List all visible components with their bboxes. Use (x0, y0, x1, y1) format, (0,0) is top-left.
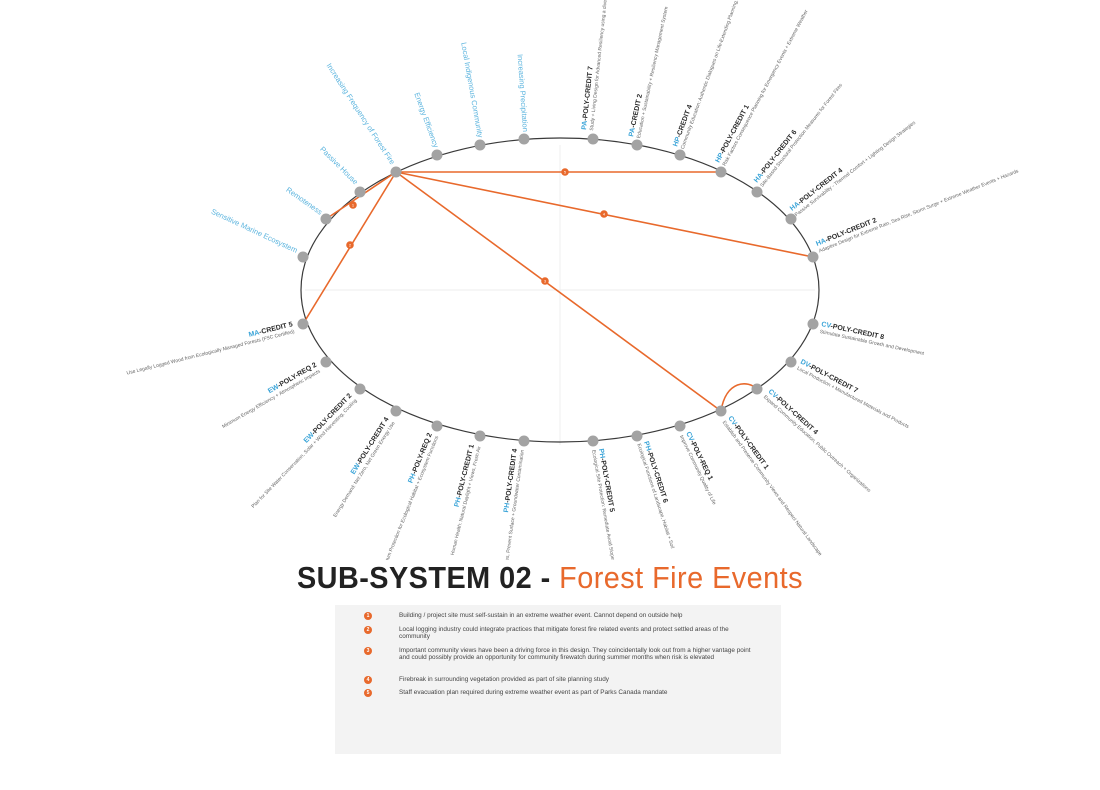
node-ew-req-2 (320, 356, 332, 368)
node-energy-efficiency (431, 149, 443, 161)
credit-labels: PA-POLY-CREDIT 7 Study + Living Design f… (126, 0, 1020, 560)
svg-text:3: 3 (544, 278, 547, 283)
svg-text:EW-POLY-CREDIT 2: EW-POLY-CREDIT 2 (303, 392, 354, 444)
svg-text:Adaptive Design for Extreme Ra: Adaptive Design for Extreme Rain, Sea Ri… (818, 168, 1020, 254)
credit-pa-2: PA-CREDIT 2 Education + Sustainability +… (628, 6, 670, 139)
node-passive-house (354, 186, 366, 198)
svg-text:Passive Survivability - Therma: Passive Survivability - Thermal Comfort … (794, 120, 917, 218)
node-ha-credit-4 (785, 213, 797, 225)
marker-1: 1 (349, 201, 357, 209)
node-ew-credit-4 (390, 405, 402, 417)
svg-text:1: 1 (352, 202, 355, 207)
link-markers: 1 2 3 4 5 (346, 168, 608, 285)
node-precipitation (518, 133, 530, 145)
svg-text:HA-POLY-CREDIT 4: HA-POLY-CREDIT 4 (789, 167, 844, 212)
node-sensitive-marine (297, 251, 309, 263)
label-precipitation: Increasing Precipitation (516, 54, 530, 132)
credit-ph-4: PH-POLY-CREDIT 4 Human + Eco-Health: Red… (492, 448, 525, 560)
title-main: SUB-SYSTEM 02 - (296, 560, 560, 595)
note-text: Local logging industry could integrate p… (399, 626, 729, 641)
label-passive-house: Passive House (318, 145, 360, 187)
svg-text:4: 4 (603, 211, 606, 216)
label-remoteness: Remoteness (284, 185, 324, 217)
credit-ha-6: HA-POLY-CREDIT 6 Site-Based Structural P… (753, 82, 844, 188)
note-text: Building / project site must self-sustai… (399, 612, 683, 619)
node-indigenous (474, 139, 486, 151)
note-number: 5 (364, 689, 372, 697)
link-forest-fire-cv-credit-1 (395, 171, 722, 412)
marker-2: 2 (346, 241, 354, 249)
credit-cv-req-1: CV-POLY-REQ 1 Improve Community Quality … (678, 431, 717, 506)
credit-ph-1: PH-POLY-CREDIT 1 Human Health: Natural D… (450, 444, 483, 556)
node-cv-req-1 (674, 420, 686, 432)
label-sensitive-marine: Sensitive Marine Ecosystem (210, 207, 299, 255)
svg-text:Education + Sustainability + R: Education + Sustainability + Resiliency … (636, 6, 670, 139)
sub-system-diagram: 1 2 3 4 5 Sensitive Marine Ecosystem Rem… (126, 0, 1020, 560)
note-number: 1 (364, 612, 372, 620)
svg-text:Local Production + Manufacture: Local Production + Manufactured Material… (796, 366, 911, 431)
svg-text:5: 5 (564, 169, 567, 174)
credit-ph-5: PH-POLY-CREDIT 5 Ecological Site Protect… (590, 448, 624, 560)
credit-cv-8: CV-POLY-CREDIT 8 Stimulate Sustainable G… (819, 321, 925, 357)
svg-text:Plan for Site Water Conservati: Plan for Site Water Conservation, Solar … (251, 398, 359, 510)
node-ph-req-2 (431, 420, 443, 432)
note-number: 4 (364, 676, 372, 684)
node-ha-credit-2 (807, 251, 819, 263)
node-ha-credit-6 (751, 186, 763, 198)
label-indigenous: Local Indigenous Community (459, 42, 485, 139)
node-cv-credit-1 (715, 405, 727, 417)
credit-dv-7: DV-POLY-CREDIT 7 Local Production + Manu… (796, 359, 911, 431)
node-ph-credit-6 (631, 430, 643, 442)
node-dv-credit-7 (785, 356, 797, 368)
node-cv-credit-4 (751, 383, 763, 395)
svg-text:2: 2 (349, 242, 352, 247)
marker-3: 3 (541, 277, 549, 285)
credit-ew-2: EW-POLY-CREDIT 2 Plan for Site Water Con… (251, 392, 359, 510)
note-number: 2 (364, 626, 372, 634)
node-ph-credit-1 (474, 430, 486, 442)
credit-ph-6: PH-POLY-CREDIT 6 Ecological Functions of… (635, 440, 675, 549)
credit-ma-5: MA-CREDIT 5 Use Legally Logged Wood from… (126, 321, 295, 377)
credit-ew-req-2: EW-POLY-REQ 2 Minimum Energy Efficiency … (221, 362, 322, 430)
svg-text:EW-POLY-CREDIT 4: EW-POLY-CREDIT 4 (350, 416, 391, 476)
node-cv-credit-8 (807, 318, 819, 330)
svg-text:Energy Demand: Net Zero, Net G: Energy Demand: Net Zero, Net Green Energ… (332, 420, 396, 518)
credit-ph-req-2: PH-POLY-REQ 2 Minimum Protection for Eco… (380, 432, 440, 560)
page-title: SUB-SYSTEM 02 - Forest Fire Events (39, 560, 1062, 596)
node-ph-credit-4 (518, 435, 530, 447)
node-ma-credit-5 (297, 318, 309, 330)
nodes (297, 133, 819, 447)
svg-text:Minimum Energy Efficiency + At: Minimum Energy Efficiency + Atmospheric … (221, 368, 322, 430)
svg-text:Minimum Protection for Ecologi: Minimum Protection for Ecological Habita… (380, 435, 440, 560)
svg-text:CV-POLY-CREDIT 4: CV-POLY-CREDIT 4 (767, 388, 819, 436)
svg-text:CV-POLY-CREDIT 1: CV-POLY-CREDIT 1 (726, 415, 769, 471)
credit-pa-7: PA-POLY-CREDIT 7 Study + Living Design f… (581, 0, 617, 131)
node-ew-credit-2 (354, 383, 366, 395)
node-pa-credit-7 (587, 133, 599, 145)
system-ring (300, 137, 820, 443)
svg-text:Use Legally Logged Wood from E: Use Legally Logged Wood from Ecologicall… (126, 329, 295, 377)
notes-panel: 1 Building / project site must self-sust… (335, 605, 781, 754)
node-forest-fire (390, 166, 402, 178)
connection-links (302, 171, 814, 412)
label-energy-efficiency: Energy Efficiency (412, 91, 440, 149)
node-hp-credit-4 (674, 149, 686, 161)
svg-text:Expand Community Education, Pu: Expand Community Education, Public Outre… (762, 394, 872, 494)
svg-text:Establish and Preserve Communi: Establish and Preserve Community Views a… (721, 420, 823, 558)
marker-5: 5 (561, 168, 569, 176)
title-accent: Forest Fire Events (559, 560, 804, 595)
note-text: Important community views have been a dr… (399, 647, 751, 662)
note-number: 3 (364, 647, 372, 655)
marker-4: 4 (600, 210, 608, 218)
credit-ew-4: EW-POLY-CREDIT 4 Energy Demand: Net Zero… (332, 416, 396, 518)
note-text: Staff evacuation plan required during ex… (399, 689, 668, 696)
node-ph-credit-5 (587, 435, 599, 447)
node-remoteness (320, 213, 332, 225)
node-pa-credit-2 (631, 139, 643, 151)
svg-text:Study + Living Design for Adva: Study + Living Design for Advanced Resil… (589, 0, 617, 131)
note-text: Firebreak in surrounding vegetation prov… (399, 676, 609, 683)
label-forest-fire: Increasing Frequency of Forest Fire (325, 62, 397, 167)
svg-text:HA-POLY-CREDIT 6: HA-POLY-CREDIT 6 (753, 129, 798, 184)
node-hp-credit-1 (715, 166, 727, 178)
